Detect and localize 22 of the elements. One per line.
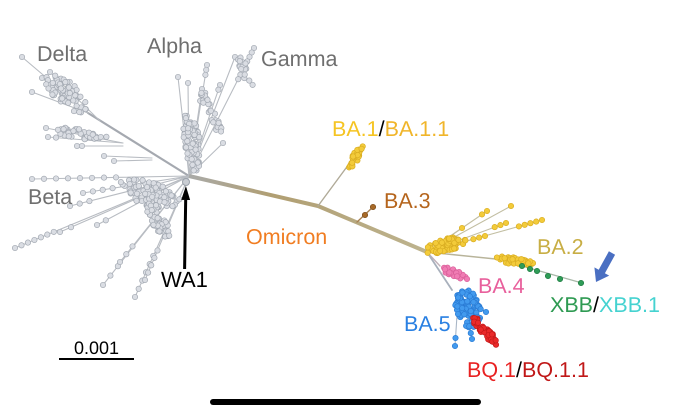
- clade-label: Delta: [37, 44, 88, 66]
- separator-text: /: [516, 360, 522, 382]
- clade-label: XBB: [550, 295, 594, 316]
- clade-label: Omicron: [246, 227, 328, 248]
- clade-label: BA.5: [404, 314, 451, 336]
- separator-text: /: [593, 295, 600, 316]
- root-dot-icon: [182, 178, 190, 186]
- clade-label: Alpha: [147, 36, 202, 58]
- strain-label: WA1: [161, 269, 208, 291]
- scale-label: 0.001: [74, 339, 120, 357]
- clade-label: BA.3: [384, 191, 431, 212]
- clade-label: BA.4: [478, 276, 525, 298]
- clade-label: Beta: [28, 187, 72, 208]
- clade-label: BQ.1: [467, 360, 516, 382]
- clade-label: XBB.1: [599, 295, 660, 316]
- clade-label: BQ.1.1: [522, 360, 589, 382]
- arrow: [181, 186, 190, 270]
- clade-label: BA.1: [332, 119, 379, 140]
- clade-label: BA.1.1: [384, 119, 450, 140]
- clade-label: Gamma: [261, 49, 338, 70]
- clade-label: BA.2: [537, 237, 584, 258]
- separator-text: /: [378, 119, 385, 140]
